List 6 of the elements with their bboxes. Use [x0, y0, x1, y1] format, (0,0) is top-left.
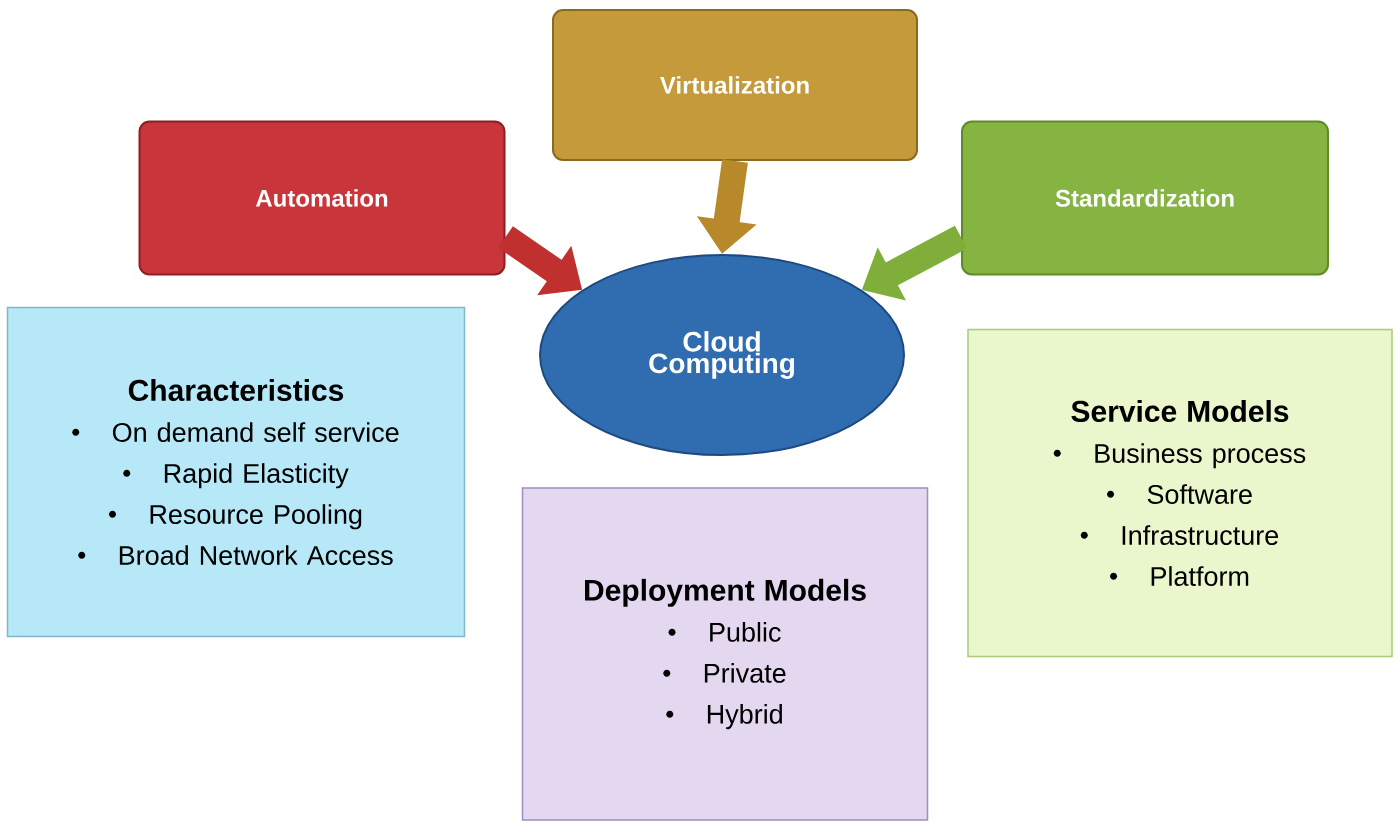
- info-box: Deployment Models Public Private Hybrid: [521, 487, 929, 821]
- label-box: Standardization: [961, 120, 1329, 276]
- info-box: Characteristics On demand self service Rapid Elasticity Resource Pooling Broad Network Access: [6, 306, 466, 638]
- info-box: Service Models Business process Software Infrastructure Platform: [967, 328, 1393, 658]
- label-box: Virtualization: [552, 9, 918, 161]
- label-box: Automation: [138, 120, 506, 276]
